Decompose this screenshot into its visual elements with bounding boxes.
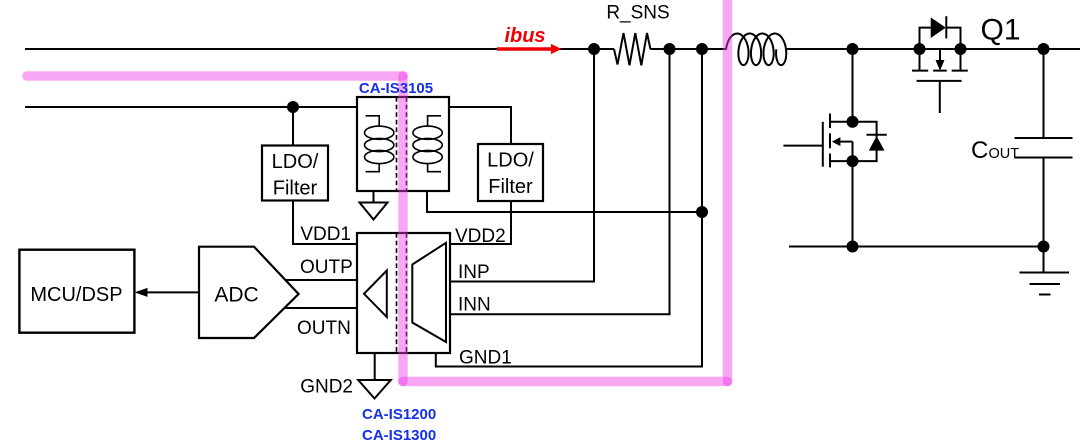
svg-text:LDO/: LDO/ [272, 151, 319, 173]
svg-text:MCU/DSP: MCU/DSP [30, 284, 122, 306]
svg-text:ADC: ADC [214, 284, 258, 307]
svg-text:CA-IS3105: CA-IS3105 [359, 80, 433, 97]
svg-text:INN: INN [458, 295, 491, 316]
svg-text:GND2: GND2 [300, 377, 353, 398]
svg-text:Q1: Q1 [981, 14, 1021, 47]
svg-text:OUTN: OUTN [297, 318, 351, 339]
svg-text:R_SNS: R_SNS [606, 3, 669, 24]
svg-text:VDD1: VDD1 [300, 224, 351, 245]
svg-text:CA-IS1200: CA-IS1200 [362, 406, 436, 423]
svg-text:CA-IS1300: CA-IS1300 [362, 427, 436, 444]
svg-text:ibus: ibus [504, 25, 545, 47]
svg-text:LDO/: LDO/ [487, 150, 534, 172]
svg-text:INP: INP [458, 262, 490, 283]
svg-text:OUT: OUT [989, 146, 1020, 162]
svg-text:VDD2: VDD2 [455, 226, 506, 247]
svg-text:OUTP: OUTP [300, 257, 353, 278]
svg-text:Filter: Filter [488, 176, 533, 198]
svg-text:GND1: GND1 [459, 348, 512, 369]
svg-text:C: C [971, 137, 988, 164]
svg-text:Filter: Filter [273, 178, 318, 200]
